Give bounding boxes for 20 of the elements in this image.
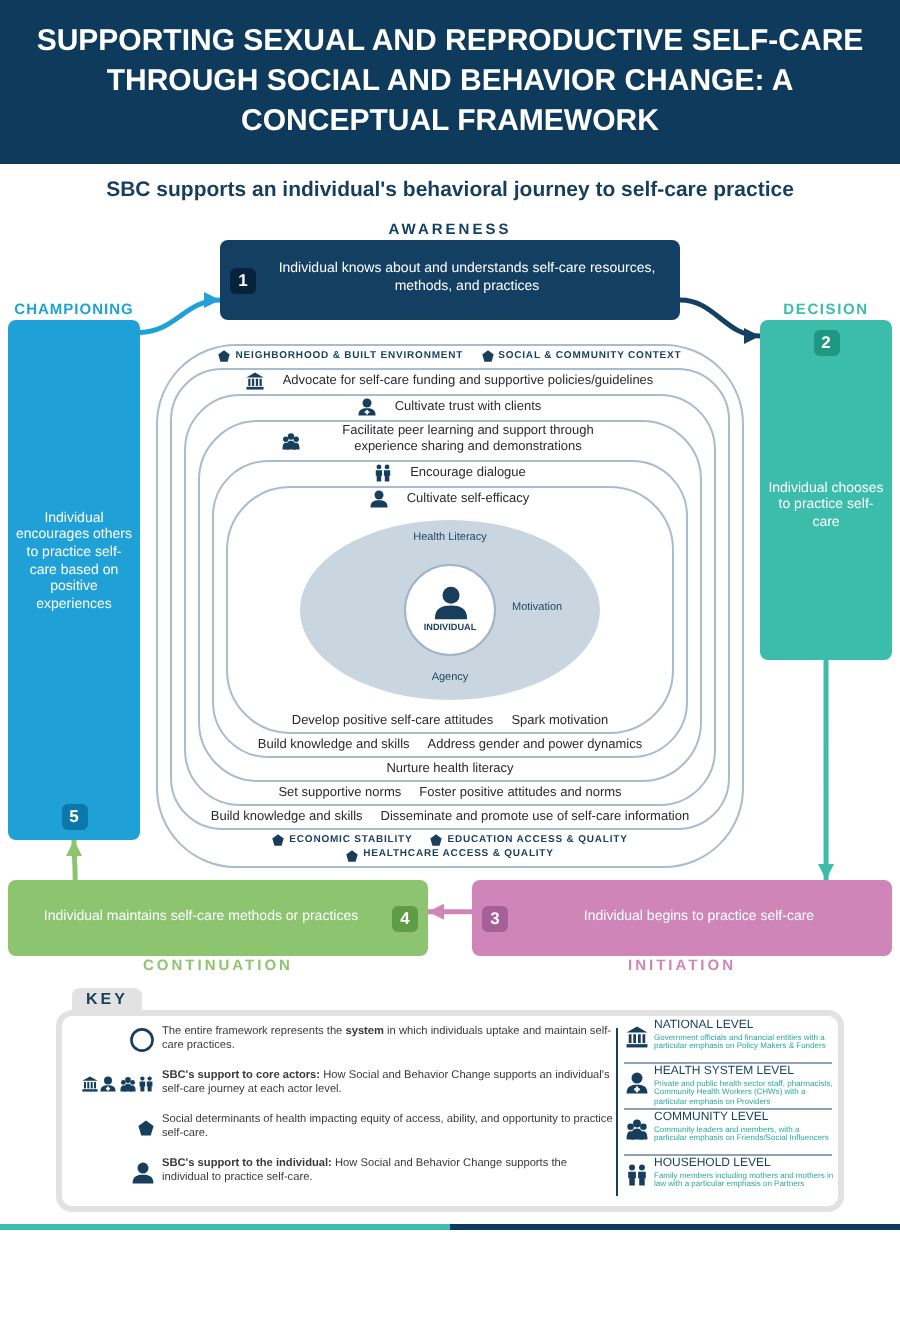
number-badge: 5 [61, 804, 87, 830]
arrow [428, 903, 472, 920]
level-ring [156, 344, 744, 868]
arrow [66, 840, 83, 880]
arrow [679, 297, 761, 343]
level-ring [198, 419, 702, 782]
number-badge: 3 [482, 905, 508, 931]
number-badge: 1 [230, 267, 256, 293]
title: SUPPORTING SEXUAL AND REPRODUCTIVE SELF-CARE THROUGH SOCIAL AND BEHAVIOR CHANGE: A CONCEPTUAL FRAMEWORK [34, 22, 866, 142]
number-badge: 4 [392, 905, 418, 931]
level-ring [184, 393, 716, 806]
level-ring [212, 459, 688, 758]
subtitle: SBC supports an individual's behavioral journey to self-care practice [106, 178, 794, 204]
level-ring [170, 367, 730, 830]
core-circle [404, 564, 496, 657]
level-ring [226, 485, 674, 734]
key-tab: KEY [72, 988, 142, 1010]
arrow [139, 293, 221, 335]
number-badge: 2 [813, 330, 839, 356]
arrow [818, 660, 835, 880]
